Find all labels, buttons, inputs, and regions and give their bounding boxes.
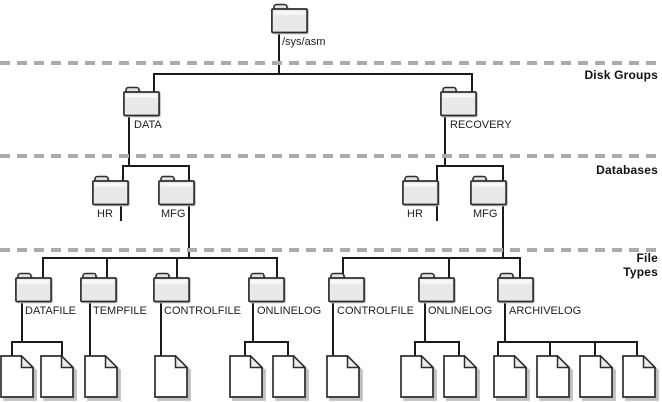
data-mfg-controlfile-folder-icon bbox=[153, 272, 190, 303]
data-hr-label: HR bbox=[97, 208, 113, 220]
data-mfg-onlinelog-folder-icon bbox=[248, 272, 285, 303]
connector-line bbox=[122, 165, 190, 167]
recovery-hr-label: HR bbox=[407, 208, 423, 220]
connector-line bbox=[342, 257, 521, 259]
connector-line bbox=[444, 114, 446, 167]
connector-line bbox=[153, 73, 155, 94]
connector-line bbox=[106, 257, 108, 281]
root-folder-icon bbox=[271, 3, 308, 34]
data-folder-icon bbox=[123, 86, 160, 117]
connector-line bbox=[636, 341, 638, 357]
recovery-folder-icon bbox=[440, 86, 477, 117]
connector-line bbox=[414, 341, 416, 357]
data-mfg-tempfile-label: TEMPFILE bbox=[93, 305, 147, 317]
recovery-mfg-archivelog-folder-icon bbox=[497, 272, 534, 303]
connector-line bbox=[502, 204, 504, 259]
connector-line bbox=[61, 341, 63, 357]
connector-line bbox=[594, 341, 596, 357]
data-label: DATA bbox=[134, 119, 162, 131]
connector-line bbox=[120, 204, 122, 221]
connector-line bbox=[436, 204, 438, 221]
connector-line bbox=[278, 32, 280, 75]
connector-line bbox=[332, 299, 334, 357]
level-separator-file-types bbox=[0, 248, 662, 252]
level-separator-databases bbox=[0, 154, 662, 158]
data-mfg-datafile-folder-icon bbox=[15, 272, 52, 303]
connector-line bbox=[276, 257, 278, 281]
connector-line bbox=[504, 299, 506, 343]
root-label: /sys/asm bbox=[282, 36, 326, 48]
archivelog-file-2-icon bbox=[536, 354, 571, 398]
recovery-mfg-controlfile-label: CONTROLFILE bbox=[337, 305, 415, 317]
connector-line bbox=[122, 165, 124, 181]
recovery-label: RECOVERY bbox=[450, 119, 512, 131]
recovery-mfg-onlinelog-folder-icon bbox=[418, 272, 455, 303]
connector-line bbox=[549, 341, 551, 357]
connector-line bbox=[188, 204, 190, 259]
recovery-mfg-label: MFG bbox=[473, 208, 498, 220]
data-mfg-onlinelog-label: ONLINELOG bbox=[257, 305, 322, 317]
connector-line bbox=[11, 341, 63, 343]
connector-line bbox=[497, 341, 638, 343]
connector-line bbox=[21, 299, 23, 343]
recovery-mfg-folder-icon bbox=[470, 175, 507, 206]
datafile-file-2-icon bbox=[40, 354, 75, 398]
connector-line bbox=[128, 114, 130, 167]
recovery-mfg-archivelog-label: ARCHIVELOG bbox=[509, 305, 582, 317]
data-mfg-tempfile-folder-icon bbox=[80, 272, 117, 303]
connector-line bbox=[188, 165, 190, 181]
data-mfg-folder-icon bbox=[158, 175, 195, 206]
level-separator-disk-groups bbox=[0, 61, 662, 65]
connector-line bbox=[448, 257, 450, 281]
onlinelog-recovery-file-2-icon bbox=[443, 354, 478, 398]
connector-line bbox=[89, 299, 91, 357]
connector-line bbox=[471, 73, 473, 94]
connector-line bbox=[252, 299, 254, 343]
archivelog-file-3-icon bbox=[579, 354, 614, 398]
controlfile-recovery-file-1-icon bbox=[326, 354, 361, 398]
archivelog-file-1-icon bbox=[493, 354, 528, 398]
recovery-mfg-onlinelog-label: ONLINELOG bbox=[428, 305, 493, 317]
connector-line bbox=[497, 341, 499, 357]
recovery-hr-folder-icon bbox=[402, 175, 439, 206]
controlfile-data-file-1-icon bbox=[154, 354, 189, 398]
data-mfg-controlfile-label: CONTROLFILE bbox=[164, 305, 242, 317]
connector-line bbox=[342, 257, 344, 281]
connector-line bbox=[176, 257, 178, 281]
connector-line bbox=[11, 341, 13, 357]
level-label-databases: Databases bbox=[596, 163, 658, 177]
connector-line bbox=[42, 257, 44, 281]
connector-line bbox=[160, 299, 162, 357]
connector-line bbox=[424, 299, 426, 343]
connector-line bbox=[244, 341, 246, 357]
recovery-mfg-controlfile-folder-icon bbox=[328, 272, 365, 303]
archivelog-file-4-icon bbox=[622, 354, 657, 398]
tempfile-file-1-icon bbox=[84, 354, 119, 398]
connector-line bbox=[42, 257, 278, 259]
level-label-file-types: File Types bbox=[623, 251, 658, 279]
connector-line bbox=[502, 165, 504, 181]
connector-line bbox=[244, 341, 289, 343]
connector-line bbox=[458, 341, 460, 357]
connector-line bbox=[436, 165, 504, 167]
data-mfg-datafile-label: DATAFILE bbox=[25, 305, 76, 317]
connector-line bbox=[287, 341, 289, 357]
data-hr-folder-icon bbox=[92, 175, 129, 206]
datafile-file-1-icon bbox=[0, 354, 35, 398]
connector-line bbox=[414, 341, 460, 343]
connector-line bbox=[436, 165, 438, 181]
onlinelog-data-file-2-icon bbox=[272, 354, 307, 398]
connector-line bbox=[153, 73, 473, 75]
level-label-disk-groups: Disk Groups bbox=[584, 68, 658, 82]
onlinelog-data-file-1-icon bbox=[229, 354, 264, 398]
connector-line bbox=[519, 257, 521, 281]
data-mfg-label: MFG bbox=[161, 208, 186, 220]
onlinelog-recovery-file-1-icon bbox=[400, 354, 435, 398]
